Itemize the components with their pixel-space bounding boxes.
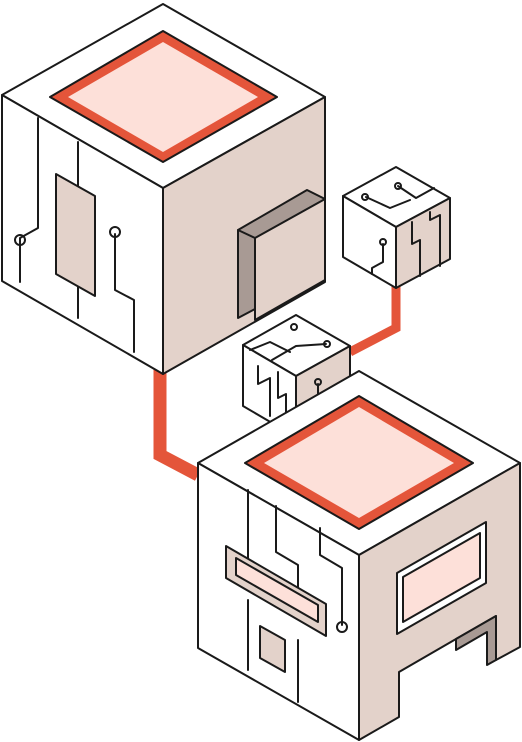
cube-port-socket	[254, 198, 326, 321]
circuit-node	[314, 378, 322, 386]
circuit-node	[323, 340, 331, 348]
circuit-node	[109, 226, 121, 238]
circuit-trace	[275, 505, 299, 597]
circuit-node	[14, 234, 26, 246]
circuit-trace	[365, 196, 411, 209]
circuit-node	[394, 182, 402, 190]
cube-side-chip	[55, 173, 96, 297]
cube-top-panel	[68, 42, 258, 152]
small-cube-right	[395, 197, 451, 289]
circuit-trace	[19, 117, 39, 283]
cube-side-window	[402, 532, 481, 623]
circuit-node	[361, 193, 369, 201]
circuit-trace	[114, 233, 135, 353]
cube-port-back	[237, 229, 256, 319]
circuit-trace	[249, 341, 291, 353]
circuit-node	[379, 238, 387, 246]
circuit-trace	[277, 371, 287, 429]
circuit-trace	[257, 365, 271, 417]
cube-side-chip	[259, 625, 286, 673]
cube-small-upper	[342, 166, 451, 289]
connector-large-cubes	[153, 366, 202, 481]
circuit-trace	[411, 221, 421, 277]
cube-large-bottom-right	[197, 370, 521, 741]
circuit-trace	[429, 211, 441, 267]
circuit-trace	[397, 185, 435, 199]
cube-arch-shadow	[455, 615, 497, 666]
circuit-trace	[319, 527, 343, 626]
cube-large-top-left	[1, 3, 326, 375]
circuit-trace	[371, 243, 384, 275]
circuit-trace	[271, 343, 327, 361]
circuit-node	[290, 323, 298, 331]
cube-top-panel	[264, 407, 454, 518]
cube-slot-inner	[235, 557, 319, 623]
connectors	[153, 282, 401, 481]
circuit-node	[336, 621, 348, 633]
connector-small-cubes	[347, 282, 401, 356]
